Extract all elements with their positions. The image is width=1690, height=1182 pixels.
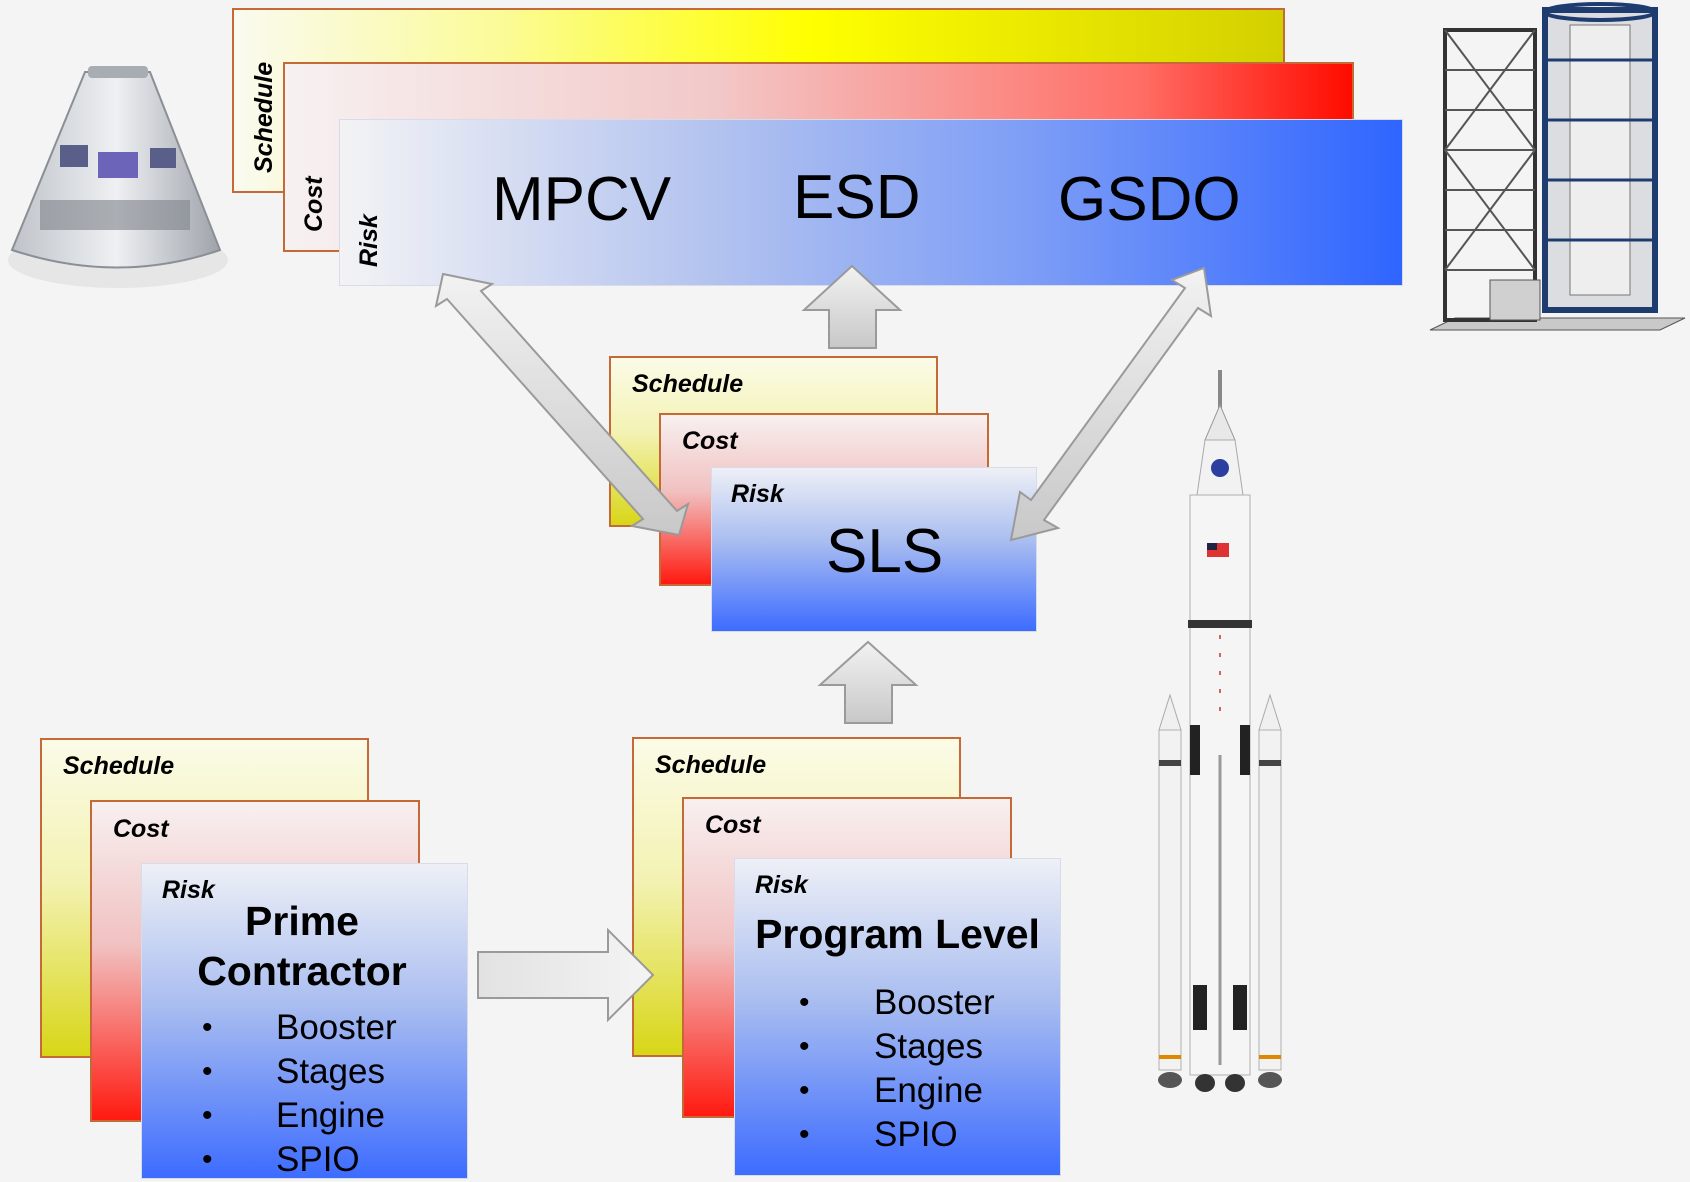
program-risk-sheet: Risk Program Level •Booster •Stages •Eng… (734, 858, 1061, 1176)
sls-title: SLS (826, 517, 944, 586)
list-item: •Stages (202, 1050, 462, 1094)
sls-risk-label: Risk (731, 480, 784, 508)
program-cost-label: Cost (705, 811, 761, 839)
sls-cost-label: Cost (682, 427, 738, 455)
program-schedule-label: Schedule (655, 751, 767, 779)
bullet-icon: • (799, 1030, 810, 1063)
orion-capsule-image (8, 66, 228, 288)
prime-item-list: •Booster •Stages •Engine •SPIO (202, 1006, 462, 1182)
program-risk-label: Risk (755, 871, 808, 899)
list-item: •Booster (202, 1006, 462, 1050)
list-item: •Booster (799, 981, 1059, 1025)
sls-risk-sheet: Risk SLS (711, 467, 1037, 632)
bullet-icon: • (202, 1099, 213, 1132)
list-item: •Engine (202, 1094, 462, 1138)
top-name-esd: ESD (793, 163, 921, 232)
prime-risk-sheet: Risk Prime Contractor •Booster •Stages •… (141, 863, 468, 1179)
prime-title-line1: Prime (245, 898, 359, 944)
prime-cost-label: Cost (113, 815, 169, 843)
arrow-prime-to-program (477, 927, 655, 1023)
arrow-mpcv-sls (434, 272, 690, 537)
program-title: Program Level (755, 911, 1040, 957)
bullet-icon: • (202, 1055, 213, 1088)
list-item: •SPIO (202, 1138, 462, 1182)
prime-schedule-label: Schedule (63, 752, 175, 780)
arrow-sls-to-esd (801, 264, 903, 349)
list-item: •Stages (799, 1025, 1059, 1069)
arrow-gsdo-sls (1009, 266, 1213, 542)
prime-risk-label: Risk (162, 876, 215, 904)
arrow-program-to-sls (817, 640, 919, 724)
list-item: •Engine (799, 1069, 1059, 1113)
sls-schedule-label: Schedule (632, 370, 744, 398)
top-name-gsdo: GSDO (1058, 165, 1241, 234)
bullet-icon: • (202, 1143, 213, 1176)
list-item: •SPIO (799, 1113, 1059, 1157)
prime-title-line2: Contractor (197, 948, 407, 994)
bullet-icon: • (202, 1011, 213, 1044)
launch-tower-image (1429, 2, 1686, 331)
top-name-mpcv: MPCV (492, 165, 672, 234)
bullet-icon: • (799, 1118, 810, 1151)
bullet-icon: • (799, 1074, 810, 1107)
top-risk-sheet: Risk MPCV ESD GSDO (339, 119, 1403, 286)
bullet-icon: • (799, 986, 810, 1019)
sls-rocket-image (1158, 370, 1282, 1092)
program-item-list: •Booster •Stages •Engine •SPIO (799, 981, 1059, 1157)
